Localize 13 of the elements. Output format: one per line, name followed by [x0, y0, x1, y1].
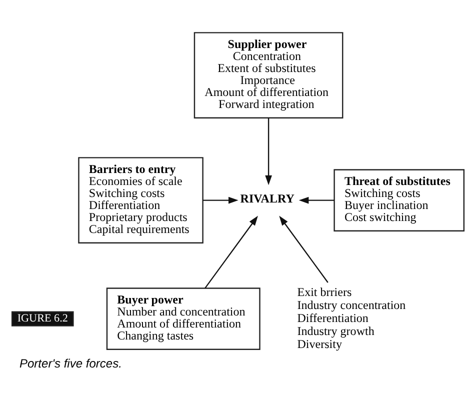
node-box: Barriers to entry Economies of scale Switching costs Differentiation Proprietary products Capital requirements	[78, 157, 204, 244]
arrow	[204, 216, 258, 289]
arrow	[202, 196, 238, 204]
label: IGURE 6.2	[17, 312, 68, 325]
node-box: Threat of substitutes Switching costs Buyer inclination Cost switching	[334, 169, 465, 232]
node-text: RIVALRY	[240, 192, 294, 206]
node-box: Supplier power Concentration Extent of substitutes Importance Amount of differentiation Forward integration	[194, 32, 344, 118]
node-box: Buyer power Number and concentration Amount of differentiation Changing tastes	[106, 288, 260, 350]
caption: Porter's five forces.	[19, 356, 122, 370]
arrow	[279, 216, 328, 283]
node-text: Exit brriers Industry concentration Differentiation Industry growth Diversity	[297, 285, 406, 351]
arrow	[265, 118, 272, 186]
arrow	[298, 196, 334, 204]
